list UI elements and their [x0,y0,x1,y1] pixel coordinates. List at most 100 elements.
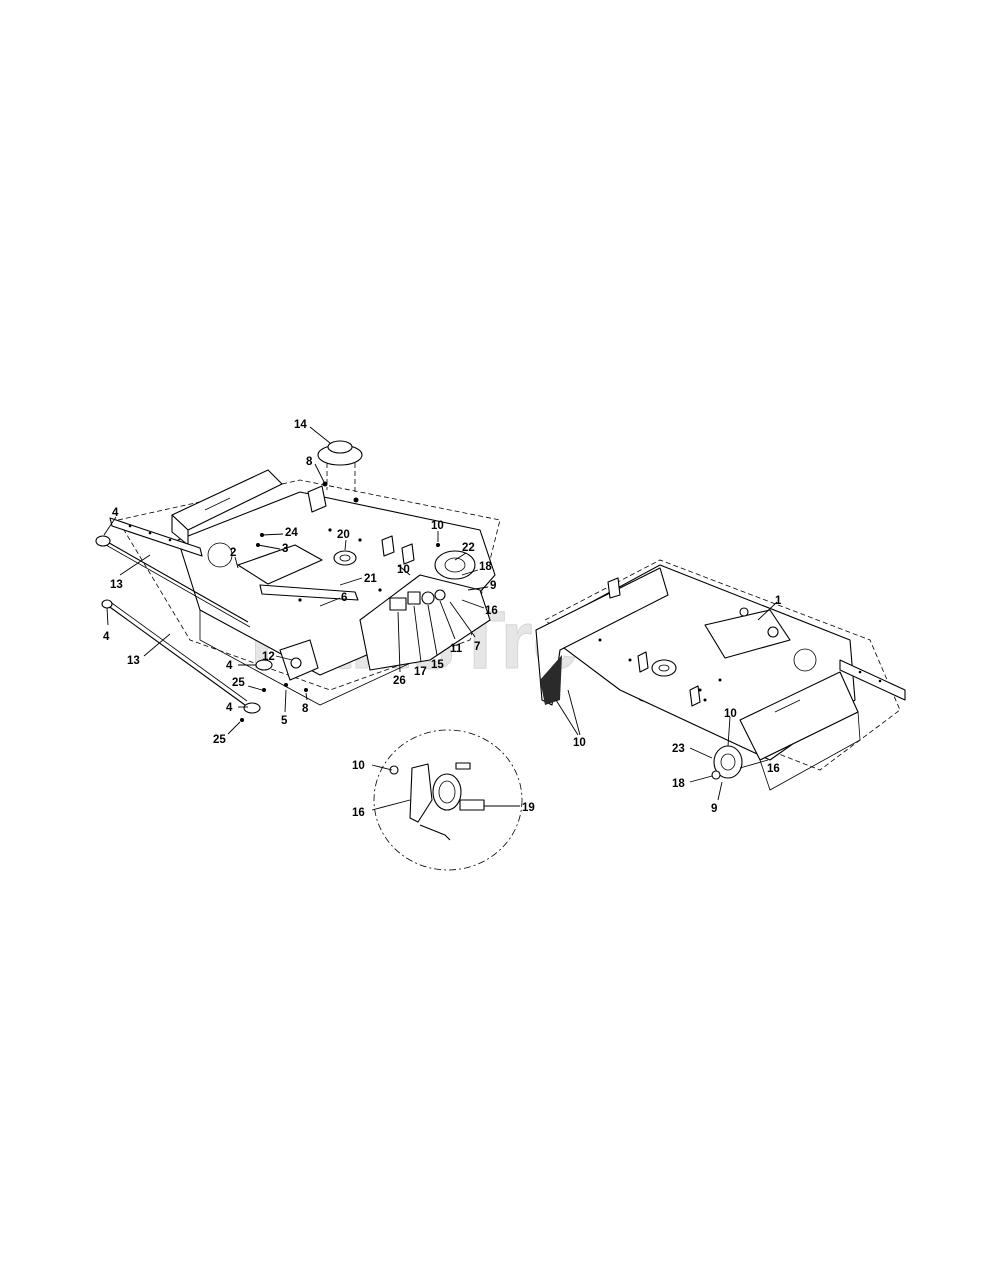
rail-hole [128,524,132,528]
lift-rod-lower-edge [108,600,248,702]
callout-8: 8 [306,456,313,468]
leader-10e-a [555,699,579,736]
leader-7 [449,601,476,638]
right-hole [698,688,702,692]
callout-6: 6 [341,592,347,604]
leader-23 [689,747,713,759]
leader-1 [757,601,778,621]
right-spindle [651,659,677,677]
callout-23: 23 [672,743,685,755]
leader-26 [397,611,401,673]
callout-7: 7 [474,641,480,653]
leader-18b [689,775,713,783]
mount-tab [381,535,395,557]
box-slot [774,699,801,713]
pulley-housing [434,550,476,580]
callout-18: 18 [672,778,685,790]
mount-tab [307,485,327,513]
rod-end-upper [95,535,111,547]
lift-rod-upper [103,539,249,623]
deck-port-left [207,542,233,568]
mount-tab [401,543,415,565]
callout-9: 9 [711,803,717,815]
callout-3: 3 [282,543,288,555]
leader-24 [261,533,284,536]
leader-18a [461,569,479,576]
detail-arm-16 [409,763,433,823]
leader-4a [103,516,117,536]
right-spindle-inner [658,664,670,672]
callout-11: 11 [450,643,463,655]
callout-17: 17 [414,666,427,678]
spindle-plate [237,544,323,585]
leader-10b [397,564,411,576]
callout-18: 18 [479,561,492,573]
callout-4: 4 [103,631,110,643]
callout-20: 20 [337,529,350,541]
leader-16a [461,599,485,609]
callout-5: 5 [281,715,288,727]
leader-16b [371,799,411,811]
callout-25: 25 [232,677,245,689]
shield-shadow [540,655,562,705]
callout-10: 10 [397,564,410,576]
leader-4b [106,607,109,626]
callout-4: 4 [226,660,233,672]
leader-8b [305,692,308,701]
callout-14: 14 [294,419,307,431]
lift-rod-upper-edge [105,544,251,628]
right-deck-assembly [535,559,906,791]
leader-10d [727,716,731,747]
right-rail [839,659,906,701]
rail-hole [148,531,152,535]
detail-bolt-10 [389,765,399,775]
switch-plate-1 [704,609,791,659]
leader-6 [319,597,341,607]
deck-hole [298,598,302,602]
callout-10: 10 [352,760,365,772]
callout-10: 10 [431,520,444,532]
fastener [436,543,440,547]
callout-15: 15 [431,659,444,671]
left-deck-assembly [95,440,501,722]
fastener [284,683,288,687]
callout-19: 19 [522,802,535,814]
fastener [304,688,308,692]
leader-2 [234,556,239,569]
leader-25a [247,685,263,691]
leader-15 [427,604,438,656]
leader-11 [439,600,456,640]
leader-3 [257,544,281,550]
callout-4: 4 [226,702,233,714]
fastener [262,688,266,692]
detail-inset [373,729,523,871]
detail-bracket [419,824,451,841]
callout-10: 10 [573,737,586,749]
right-hole [703,698,707,702]
leader-12 [275,655,293,661]
leader-16c [739,759,769,769]
lift-rod-lower [106,604,246,706]
callout-13: 13 [127,655,140,667]
fastener [240,718,244,722]
rail-hole [168,538,172,542]
leader-lines [103,426,778,811]
leader-9b [717,781,723,801]
callout-21: 21 [364,573,377,585]
callout-16: 16 [352,807,365,819]
right-tab [689,685,701,707]
callout-2: 2 [230,547,236,559]
callout-1: 1 [775,595,782,607]
leader-22 [454,552,467,561]
bracket-26 [389,597,407,611]
bracket-17 [407,591,421,605]
washer-11 [434,589,446,601]
right-shield [535,567,669,706]
spindle-center-inner [339,554,351,562]
callout-16: 16 [485,605,498,617]
shield-slot [204,497,231,511]
deck-hole [328,528,332,532]
right-tab [607,577,621,599]
detail-plate [455,762,471,770]
